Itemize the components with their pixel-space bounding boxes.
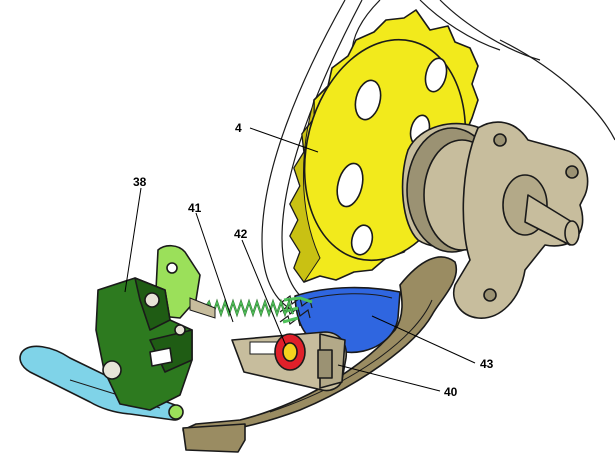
callout-4: 4 — [235, 121, 242, 135]
sprocket-hole-3 — [336, 162, 364, 208]
callout-38: 38 — [133, 175, 147, 189]
flange-bolt-2 — [565, 165, 579, 179]
leader-38 — [124, 187, 142, 293]
callout-40: 40 — [444, 385, 458, 399]
bracket-bolt-3 — [174, 324, 186, 336]
sprocket-hole-2 — [424, 57, 448, 93]
tensioner-arm — [182, 256, 458, 453]
sprocket-shadow — [289, 99, 321, 283]
callout-42: 42 — [234, 227, 248, 241]
bracket-bolt-1 — [144, 292, 160, 308]
spring-main — [204, 298, 295, 318]
callout-41: 41 — [188, 201, 202, 215]
leader-43 — [371, 315, 476, 364]
hub-assembly — [401, 121, 589, 319]
engine-cover-outline — [261, 0, 615, 311]
tensioner-bracket — [95, 244, 216, 420]
callout-43: 43 — [480, 357, 494, 371]
leader-42 — [241, 239, 287, 347]
flange-bolt-1 — [493, 133, 507, 147]
sprocket-hole-4 — [350, 224, 374, 256]
leader-41 — [195, 212, 234, 323]
seal-ring — [274, 333, 306, 371]
flange-bolt-3 — [483, 288, 497, 302]
leader-lines — [124, 127, 476, 392]
bracket-bolt-2 — [102, 360, 122, 380]
leader-40 — [337, 364, 441, 392]
sprocket-hole-1 — [354, 79, 382, 121]
tensioner-arm-hook — [182, 423, 246, 453]
callout-labels: 4 38 41 42 43 40 — [133, 121, 494, 399]
leader-4 — [249, 127, 319, 153]
